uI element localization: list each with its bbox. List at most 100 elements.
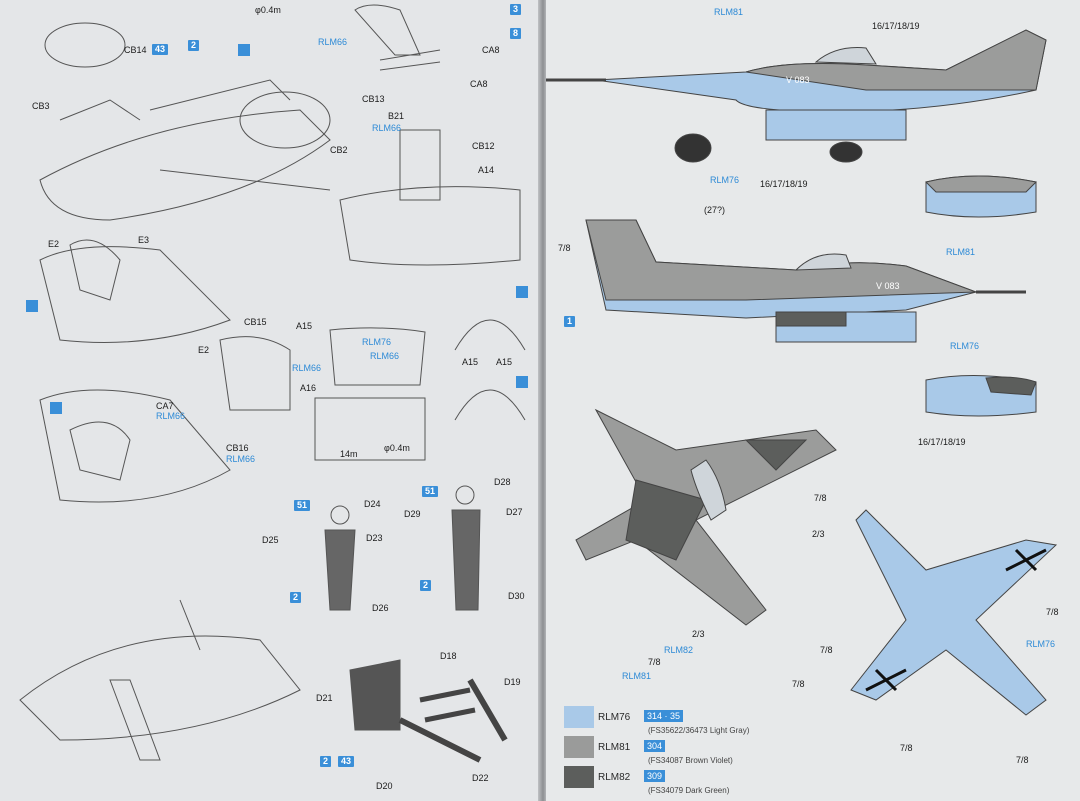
legend-row: RLM82 309 (FS34079 Dark Green) — [564, 766, 824, 798]
color-swatch — [564, 706, 594, 728]
label-d30: D30 — [508, 591, 525, 601]
label-b21: B21 — [388, 111, 405, 121]
part-number-label: 16/17/18/19 — [872, 21, 920, 31]
label-rlm76: RLM76 — [362, 337, 392, 347]
label-e3: E3 — [138, 235, 150, 245]
legend-name: RLM81 — [598, 742, 631, 753]
badge-2: 2 — [420, 580, 432, 591]
label-rlm66: RLM66 — [372, 123, 402, 133]
label-cb13: CB13 — [362, 94, 385, 104]
legend-name: RLM82 — [598, 772, 631, 783]
label-27: (27?) — [704, 205, 726, 215]
paint-marker-icon — [50, 402, 62, 414]
paint-marker-icon — [238, 44, 250, 56]
label-d24: D24 — [364, 499, 381, 509]
label-rlm81: RLM81 — [946, 247, 976, 257]
label-a14: A14 — [478, 165, 495, 175]
fraction-label: 7/8 — [792, 679, 805, 689]
label-cb15: CB15 — [244, 317, 267, 327]
fraction-label: 2/3 — [692, 629, 705, 639]
fraction-label: 7/8 — [558, 243, 571, 253]
label-ca8: CA8 — [482, 45, 500, 55]
legend-row: RLM81 304 (FS34087 Brown Violet) — [564, 736, 824, 768]
label-rlm66: RLM66 — [370, 351, 400, 361]
fraction-label: 7/8 — [1046, 607, 1059, 617]
badge-43: 43 — [152, 44, 169, 55]
legend-codes: 314 · 35 — [644, 710, 684, 722]
page-spine — [538, 0, 548, 801]
label-d19: D19 — [504, 677, 521, 687]
label-rlm82: RLM82 — [664, 645, 694, 655]
label-rlm66: RLM66 — [226, 454, 256, 464]
label-e2: E2 — [198, 345, 210, 355]
label-d26: D26 — [372, 603, 389, 613]
label-d27: D27 — [506, 507, 523, 517]
label-d28: D28 — [494, 477, 511, 487]
legend-codes: 309 — [644, 770, 666, 782]
dim-label: φ0.4m — [384, 443, 410, 453]
label-cb12: CB12 — [472, 141, 495, 151]
legend-fs: (FS34087 Brown Violet) — [648, 756, 733, 765]
paint-marker-icon — [516, 286, 528, 298]
label-d18: D18 — [440, 651, 457, 661]
painting-line-art — [546, 29, 1058, 716]
badge-51: 51 — [422, 486, 439, 497]
badge-1: 1 — [564, 316, 576, 327]
label-rlm66: RLM66 — [292, 363, 322, 373]
part-number-label: 16/17/18/19 — [760, 179, 808, 189]
label-cb2: CB2 — [330, 145, 348, 155]
badge-51: 51 — [294, 500, 311, 511]
label-d21: D21 — [316, 693, 333, 703]
label-a15: A15 — [496, 357, 513, 367]
fraction-label: 7/8 — [648, 657, 661, 667]
legend-fs: (FS34079 Dark Green) — [648, 786, 730, 795]
label-ca8: CA8 — [470, 79, 488, 89]
badge-8: 8 — [510, 28, 522, 39]
assembly-page: CB14 43 2 φ0.4m CB3 CB2 RLM66 CA8 CA8 CB… — [0, 0, 540, 801]
label-rlm76: RLM76 — [1026, 639, 1056, 649]
color-swatch — [564, 766, 594, 788]
paint-marker-icon — [26, 300, 38, 312]
label-d23: D23 — [366, 533, 383, 543]
legend-fs: (FS35622/36473 Light Gray) — [648, 726, 750, 735]
label-cb14: CB14 — [124, 45, 147, 55]
legend-codes: 304 — [644, 740, 666, 752]
label-a15: A15 — [462, 357, 479, 367]
assembly-line-art — [19, 4, 526, 763]
dim-label: 14m — [340, 449, 358, 459]
label-cb3: CB3 — [32, 101, 50, 111]
label-rlm81: RLM81 — [622, 671, 652, 681]
label-d20: D20 — [376, 781, 393, 791]
label-d22: D22 — [472, 773, 489, 783]
paint-marker-icon — [516, 376, 528, 388]
fraction-label: 2/3 — [812, 529, 825, 539]
color-swatch — [564, 736, 594, 758]
dim-label: φ0.4m — [255, 5, 281, 15]
label-rlm81: RLM81 — [714, 7, 744, 17]
painting-guide-page: RLM81 RLM76 16/17/18/19 16/17/18/19 V 08… — [546, 0, 1080, 801]
label-rlm66: RLM66 — [156, 411, 186, 421]
label-a15: A15 — [296, 321, 313, 331]
aircraft-code: V 083 — [786, 75, 810, 85]
legend-row: RLM76 314 · 35 (FS35622/36473 Light Gray… — [564, 706, 824, 738]
part-number-label: 16/17/18/19 — [918, 437, 966, 447]
label-rlm76: RLM76 — [950, 341, 980, 351]
fraction-label: 7/8 — [900, 743, 913, 753]
label-d25: D25 — [262, 535, 279, 545]
label-a16: A16 — [300, 383, 317, 393]
fraction-label: 7/8 — [814, 493, 827, 503]
badge-2: 2 — [290, 592, 302, 603]
label-e2: E2 — [48, 239, 60, 249]
label-d29: D29 — [404, 509, 421, 519]
label-rlm76: RLM76 — [710, 175, 740, 185]
label-ca7: CA7 — [156, 401, 174, 411]
badge-3: 3 — [510, 4, 522, 15]
label-rlm66: RLM66 — [318, 37, 348, 47]
badge-2: 2 — [320, 756, 332, 767]
badge-2: 2 — [188, 40, 200, 51]
aircraft-code: V 083 — [876, 281, 900, 291]
fraction-label: 7/8 — [820, 645, 833, 655]
legend-name: RLM76 — [598, 712, 631, 723]
label-cb16: CB16 — [226, 443, 249, 453]
